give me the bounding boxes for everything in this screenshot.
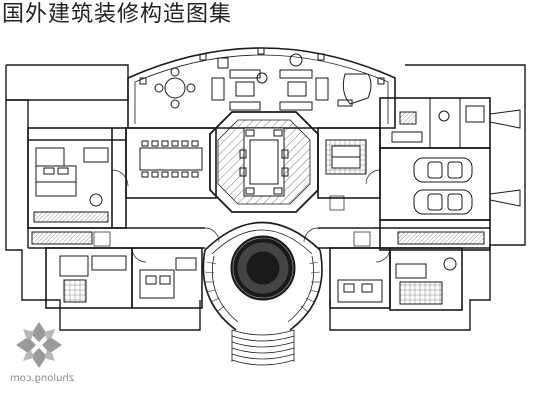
grand-staircase bbox=[202, 221, 323, 331]
lower-left-rooms bbox=[31, 231, 197, 303]
side-room-right bbox=[325, 139, 367, 175]
grand-piano bbox=[337, 73, 372, 107]
page-title: 国外建筑装修构造图集 bbox=[2, 2, 233, 27]
bedroom-left bbox=[33, 147, 109, 223]
salon-column bbox=[139, 47, 385, 85]
conference-room bbox=[139, 140, 203, 178]
central-hall bbox=[209, 111, 319, 213]
entry-steps bbox=[231, 329, 295, 366]
outer-boundary bbox=[5, 64, 526, 331]
round-dining-table bbox=[154, 67, 196, 109]
sofa-group-right bbox=[279, 53, 329, 111]
garage bbox=[413, 109, 521, 215]
bathroom-top-right bbox=[391, 98, 485, 148]
lower-right-rooms bbox=[337, 231, 485, 305]
car-top bbox=[413, 157, 473, 183]
car-bottom bbox=[413, 189, 473, 215]
sofa-group-left bbox=[211, 57, 261, 111]
top-salon bbox=[127, 47, 396, 129]
zhulong-logo bbox=[16, 322, 62, 368]
doors bbox=[93, 169, 391, 263]
watermark-text: zhulong.com bbox=[10, 373, 75, 384]
